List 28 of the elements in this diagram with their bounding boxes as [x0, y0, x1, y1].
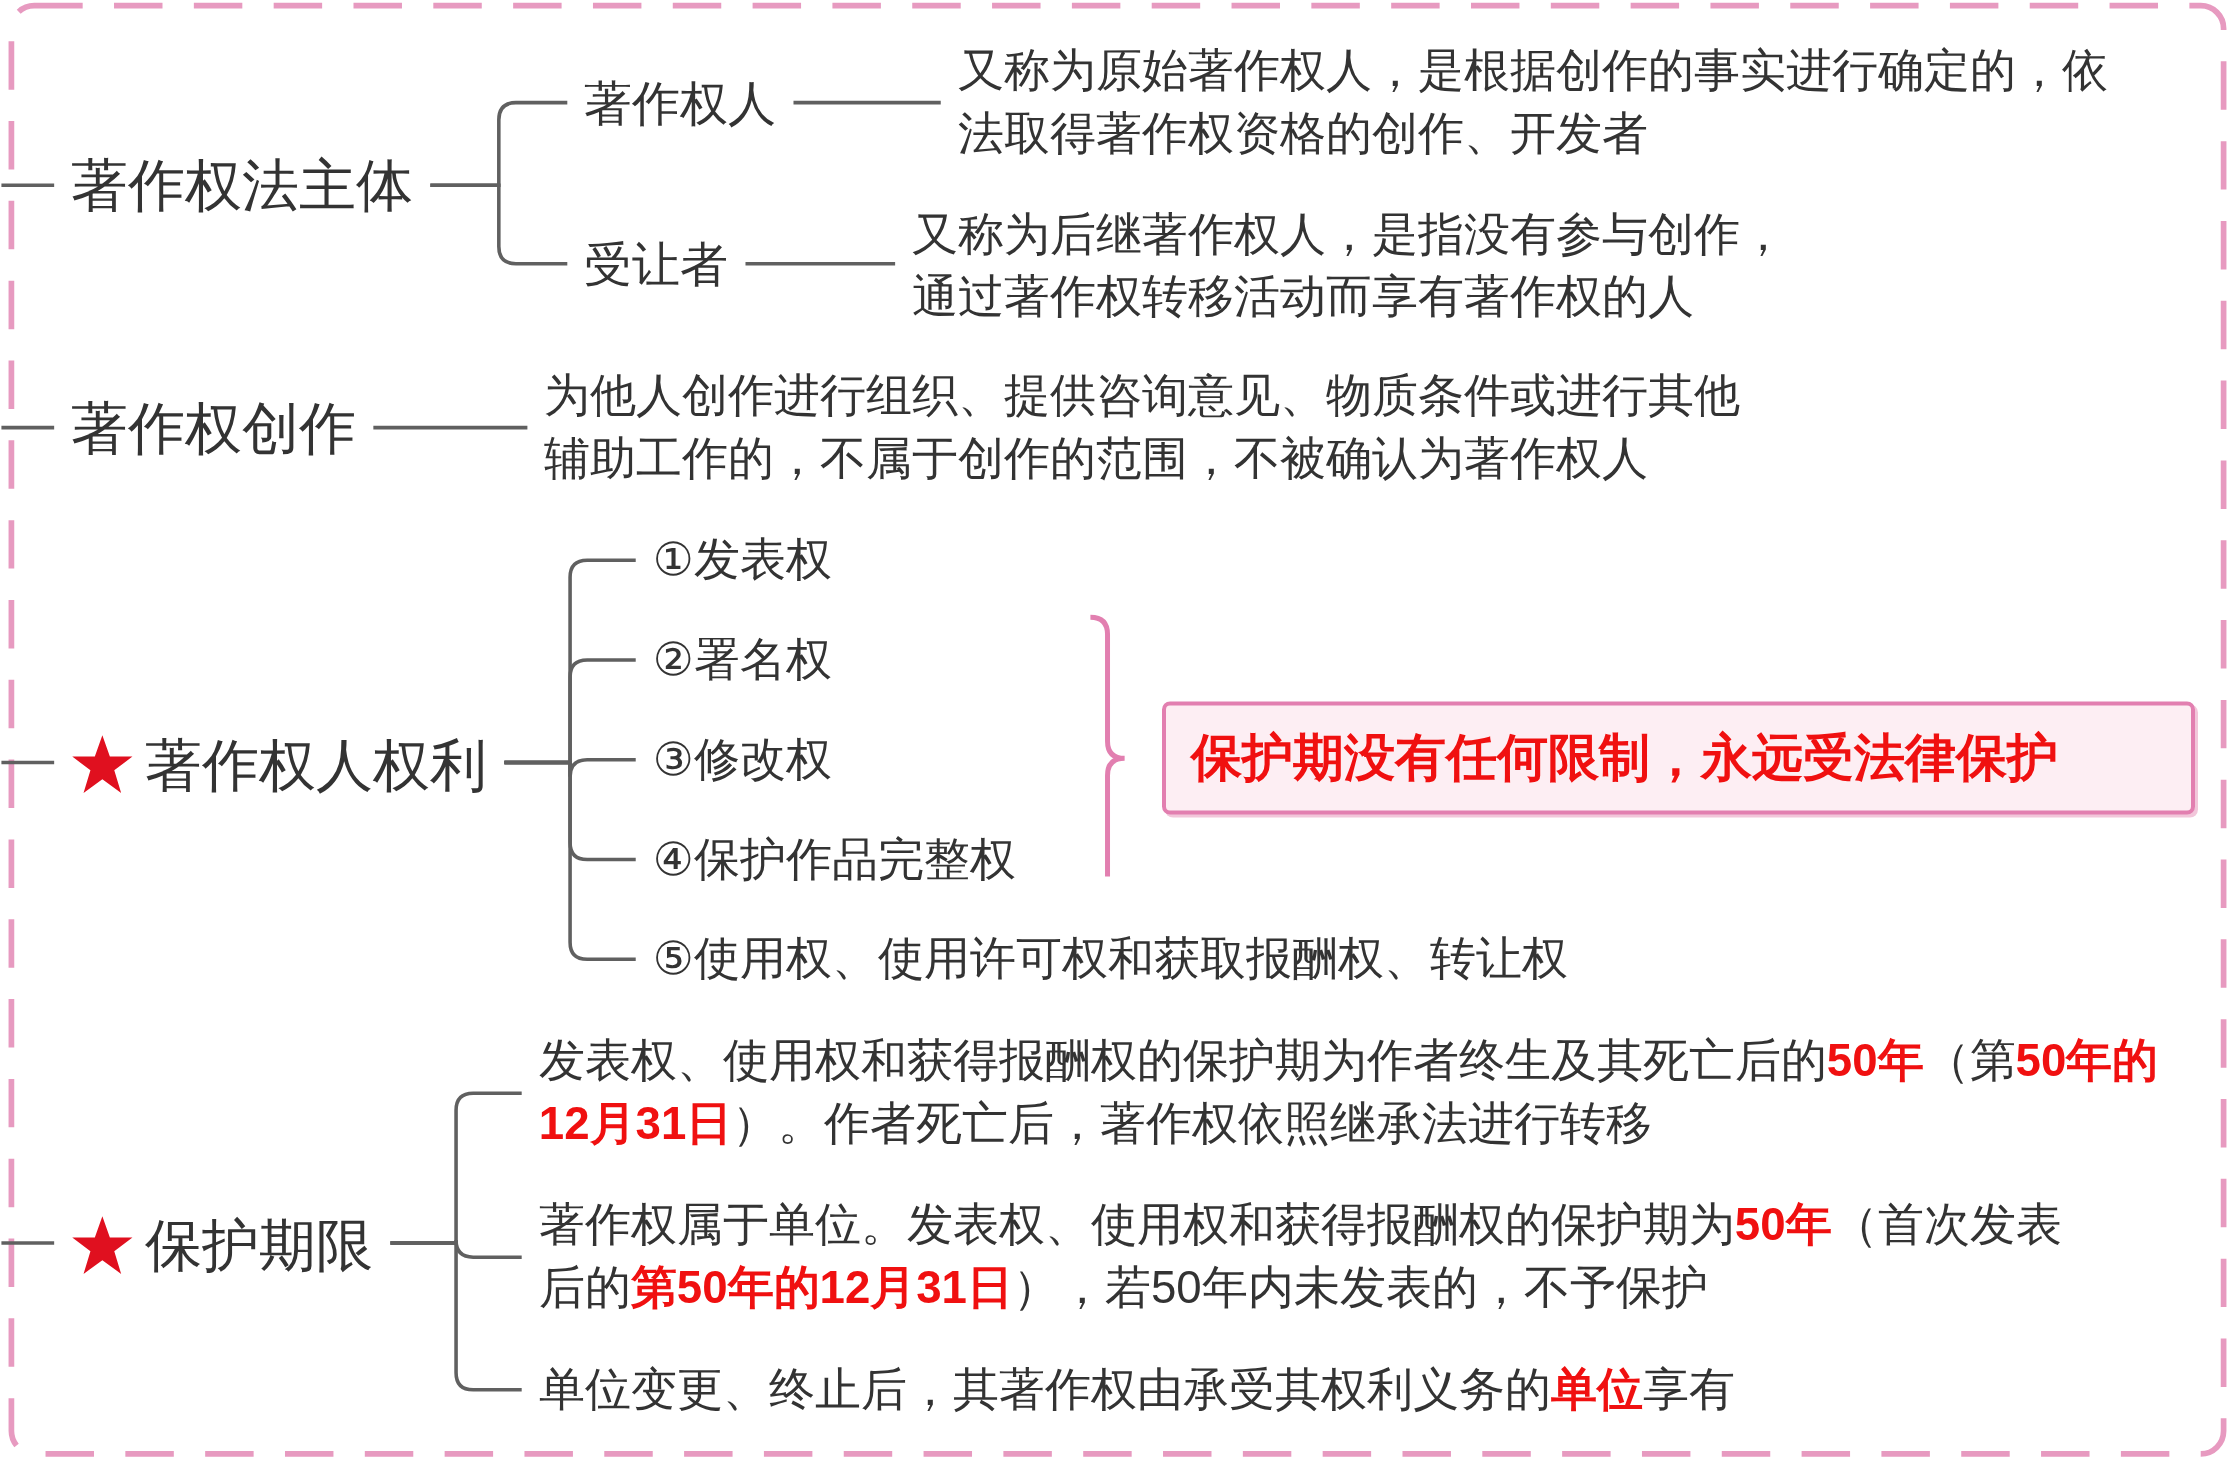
connector-line: [793, 100, 941, 105]
description-text: 单位变更、终止后，其著作权由承受其权利义务的单位享有: [521, 1358, 1752, 1422]
connector-line: [1, 1241, 55, 1245]
connector-line: [430, 183, 568, 266]
branch-label: 受让者: [567, 230, 746, 298]
connector-line: [1, 425, 55, 430]
branch-label: ①发表权: [635, 528, 849, 592]
connector-line: [373, 425, 528, 430]
connector-line: [1, 183, 55, 188]
topic-label: 著作权人权利: [145, 732, 488, 797]
description-text: 为他人创作进行组织、提供咨询意见、物质条件或进行其他辅助工作的，不属于创作的范围，不被确认为著作权人: [527, 364, 1762, 491]
description-text: 发表权、使用权和获得报酬权的保护期为作者终生及其死亡后的50年（第50年的12月31日）。作者死亡后，著作权依照继承法进行转移: [521, 1030, 2181, 1157]
branch-label: ②署名权: [635, 628, 849, 692]
connector-line: [504, 760, 636, 962]
connector-line: [745, 261, 896, 266]
description-text: 著作权属于单位。发表权、使用权和获得报酬权的保护期为50年（首次发表后的第50年的12月31日），若50年内未发表的，不予保护: [521, 1194, 2096, 1321]
description-text: 又称为原始著作权人，是根据创作的事实进行确定的，依法取得著作权资格的创作、开发者: [940, 39, 2128, 166]
highlight-box: 保护期没有任何限制，永远受法律保护: [1161, 701, 2196, 815]
connector-line: [1, 760, 55, 765]
branch-label: 著作权人: [567, 69, 794, 137]
branch-label: ③修改权: [635, 728, 849, 792]
description-text: 又称为后继著作权人，是指没有参与创作，通过著作权转移活动而享有著作权的人: [895, 203, 1845, 330]
connector-line: [390, 1241, 522, 1392]
topic-label: 著作权法主体: [54, 145, 431, 225]
topic-label: 著作权创作: [54, 388, 374, 467]
branch-label: ④保护作品完整权: [635, 828, 1033, 891]
topic-label: 保护期限: [145, 1212, 374, 1277]
branch-label: ⑤使用权、使用许可权和获取报酬权、转让权: [635, 927, 1585, 991]
